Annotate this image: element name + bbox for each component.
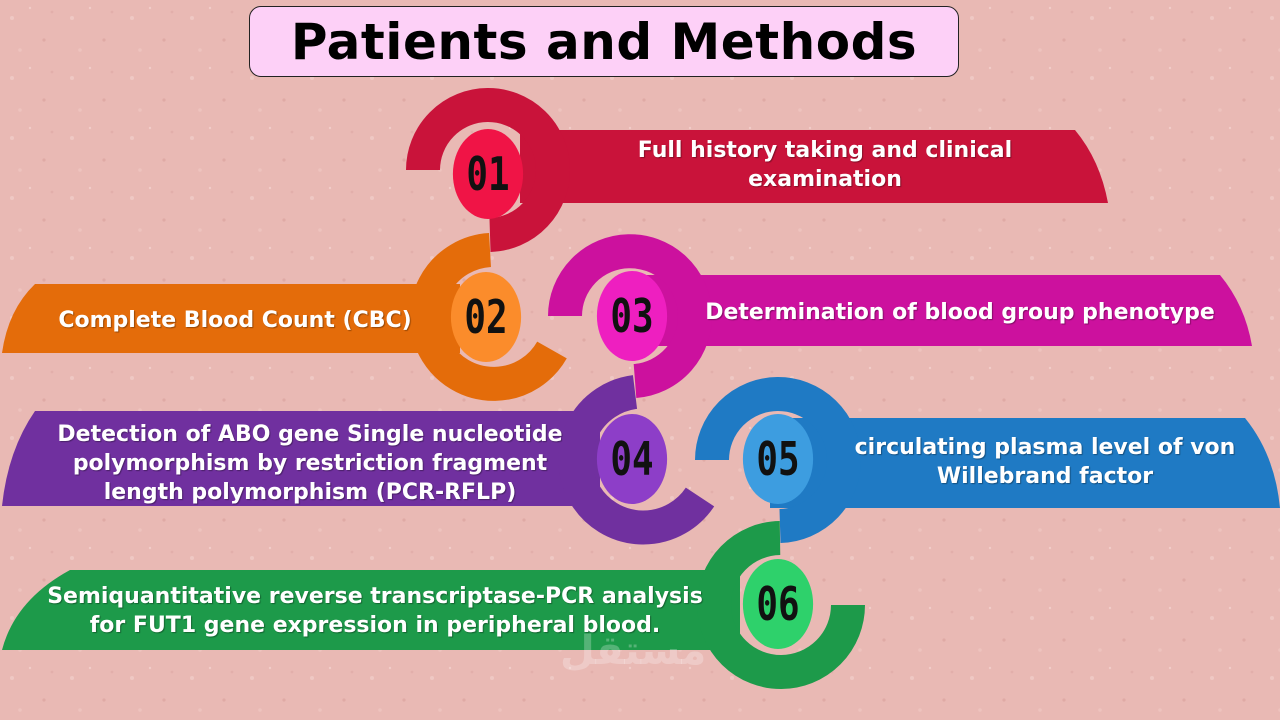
band-01 [520, 130, 1108, 203]
watermark: مستقل [560, 629, 707, 673]
arc-04 [558, 375, 715, 545]
step-label-01: Full history taking and clinical examina… [637, 138, 1013, 192]
step-number-04: 04 [596, 414, 668, 504]
arc-06 [697, 521, 865, 689]
band-03 [630, 275, 1252, 346]
arc-03 [548, 234, 712, 398]
band-02 [2, 284, 460, 353]
page-title: Patients and Methods [290, 12, 918, 71]
title-box: Patients and Methods [249, 6, 959, 77]
arc-05 [695, 377, 861, 543]
step-number-01: 01 [452, 129, 524, 219]
step-number-06: 06 [742, 559, 814, 649]
step-number-03: 03 [596, 271, 668, 361]
step-label-06: Semiquantitative reverse transcriptase-P… [47, 584, 703, 638]
step-label-02: Complete Blood Count (CBC) [58, 307, 412, 333]
step-label-04: Detection of ABO gene Single nucleotide … [57, 421, 563, 505]
step-label-03: Determination of blood group phenotype [705, 299, 1215, 325]
band-05 [770, 418, 1280, 508]
step-number-05: 05 [742, 414, 814, 504]
step-number-02: 02 [450, 272, 522, 362]
arc-02 [409, 233, 567, 401]
band-06 [2, 570, 740, 650]
band-04 [2, 411, 600, 506]
step-label-05: circulating plasma level of von Willebra… [854, 435, 1236, 489]
arc-01 [406, 88, 570, 252]
